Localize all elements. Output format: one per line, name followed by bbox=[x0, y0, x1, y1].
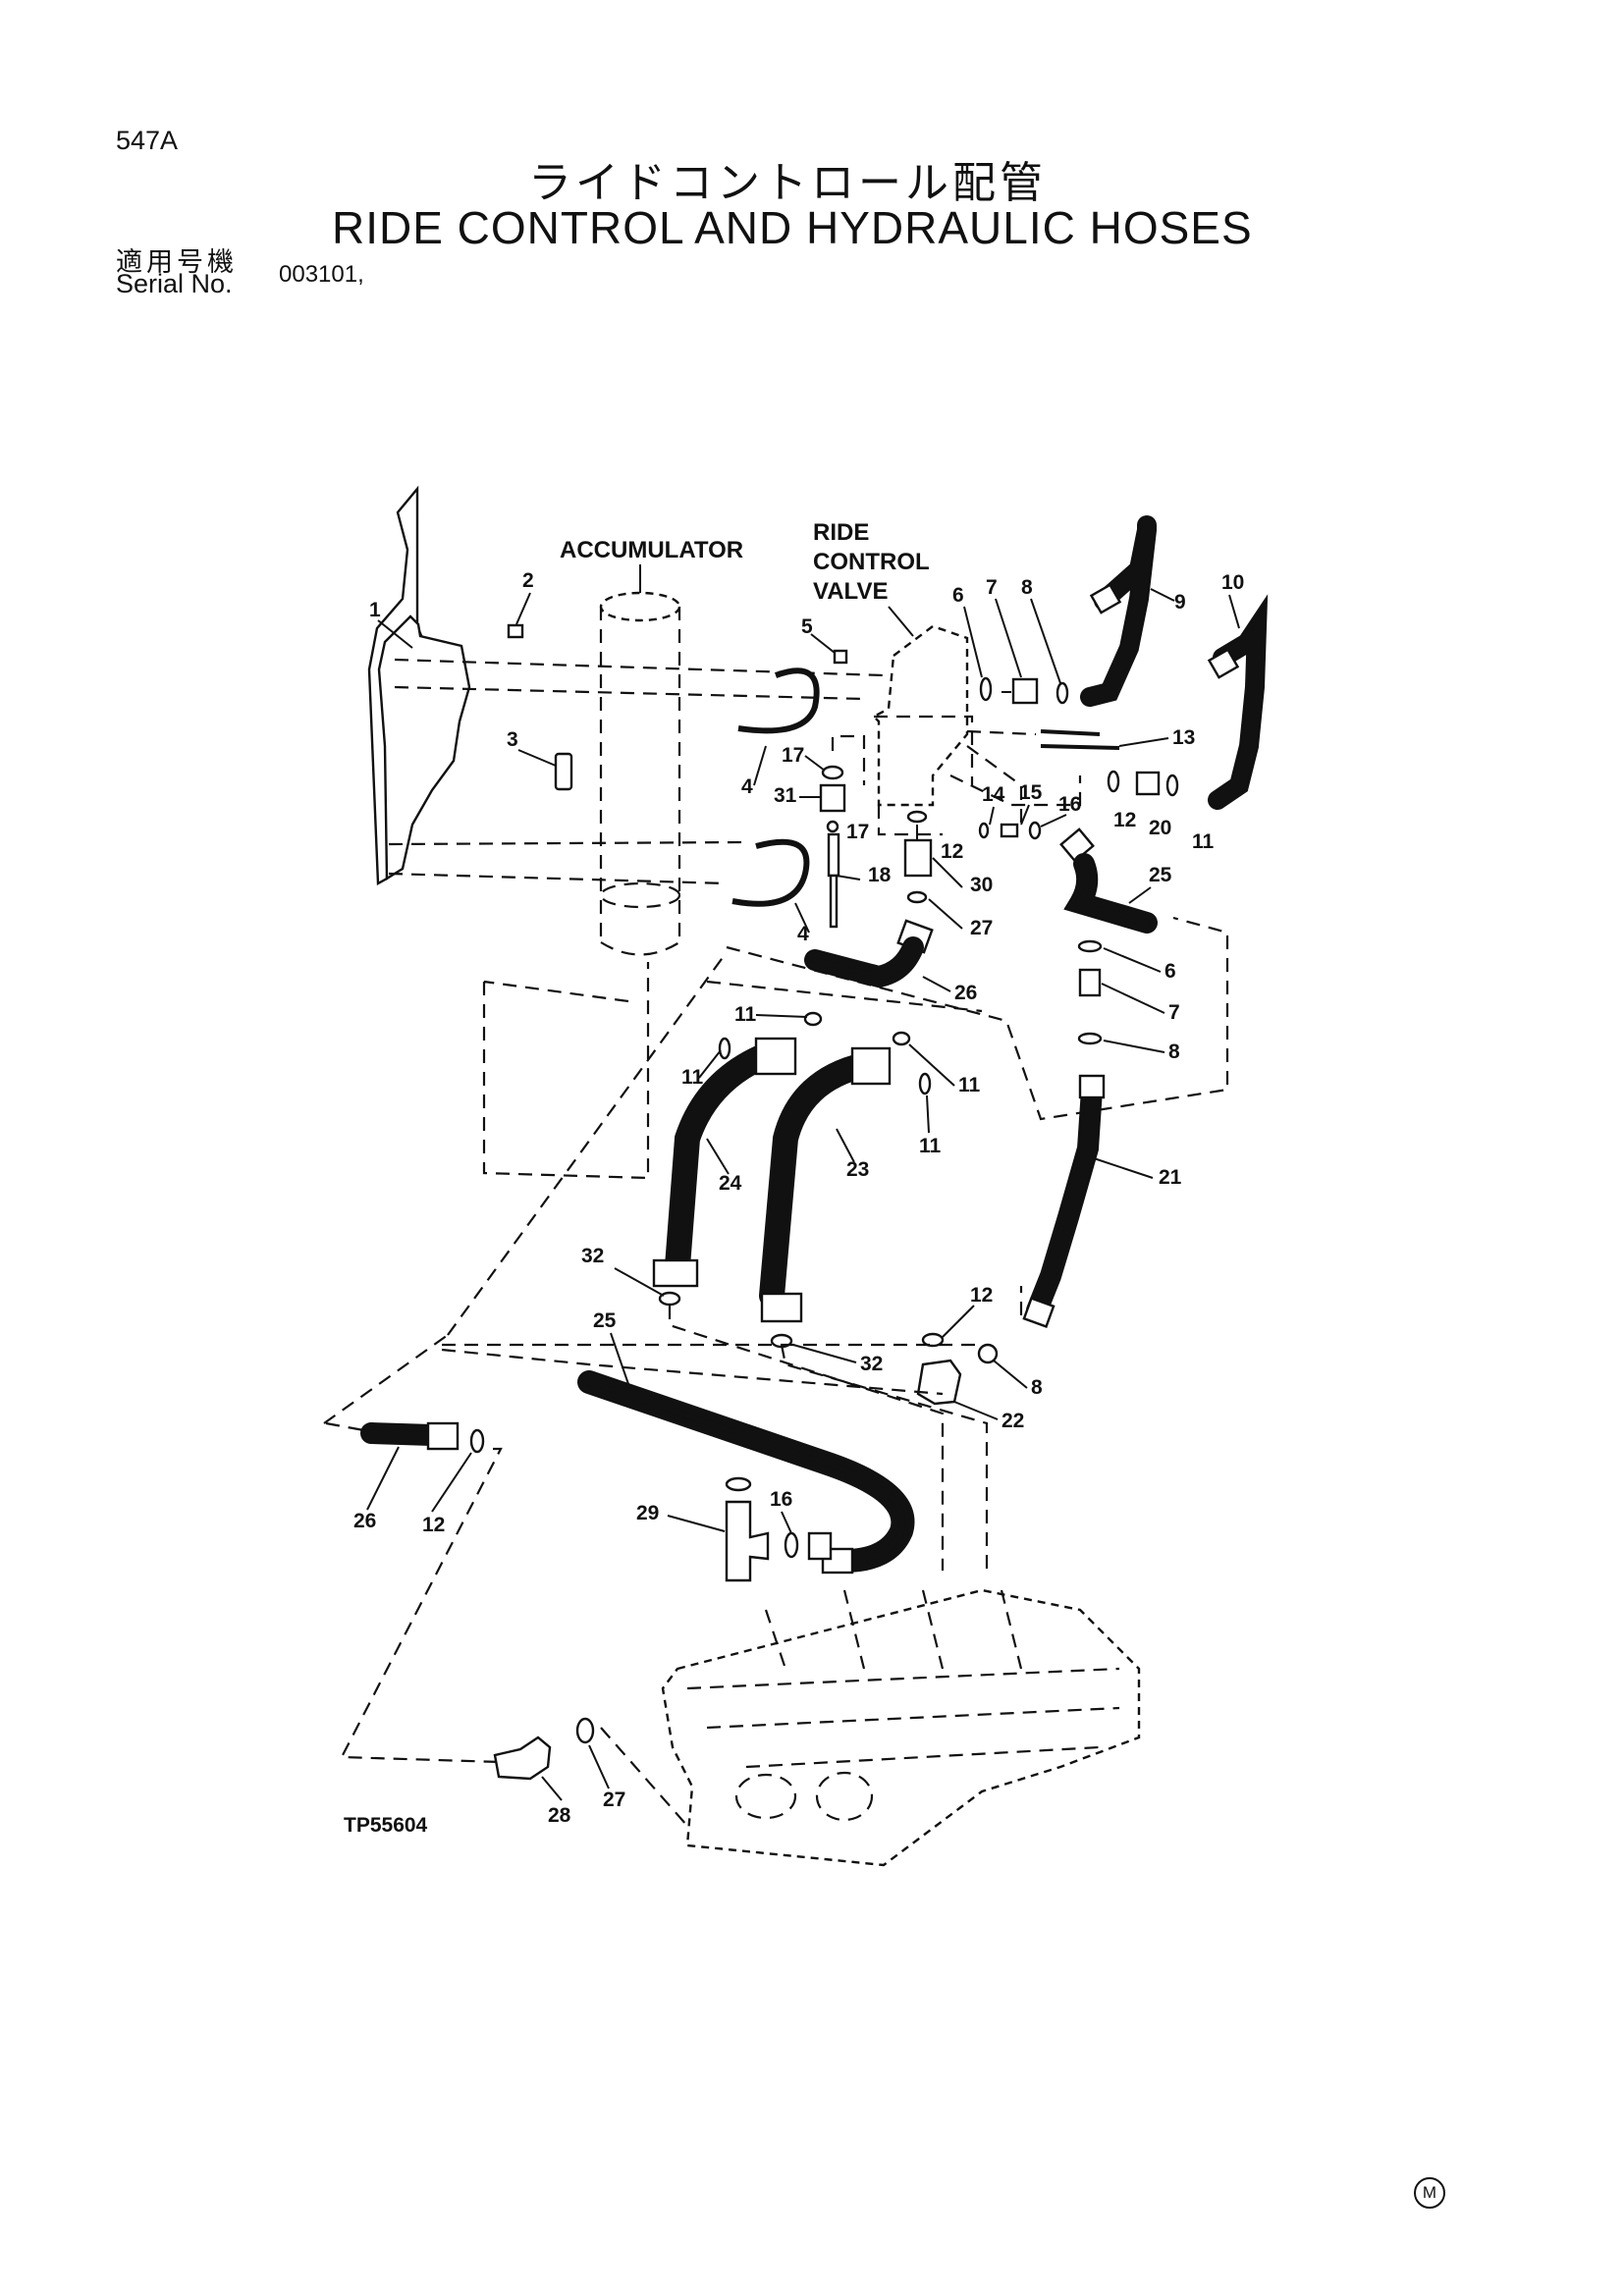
bracket-plate-outline bbox=[377, 614, 471, 881]
callout-31: 31 bbox=[774, 784, 797, 807]
serial-number: 003101, bbox=[279, 261, 364, 288]
callout-11: 11 bbox=[681, 1066, 704, 1089]
ride-control-valve bbox=[872, 606, 974, 807]
page-title-japanese: ライドコントロール配管 bbox=[528, 158, 1047, 208]
nut-9 bbox=[1089, 583, 1122, 614]
elbow-22 bbox=[916, 1359, 962, 1406]
callout-22: 22 bbox=[1001, 1410, 1024, 1432]
valve-label-line1: RIDE bbox=[813, 519, 869, 546]
bolt-5 bbox=[833, 649, 848, 665]
callout-26: 26 bbox=[954, 982, 977, 1004]
callout-5: 5 bbox=[801, 615, 813, 638]
callout-3: 3 bbox=[507, 728, 518, 751]
callout-4: 4 bbox=[797, 923, 809, 945]
callout-12: 12 bbox=[422, 1514, 445, 1536]
callout-16: 16 bbox=[770, 1488, 792, 1511]
callout-15: 15 bbox=[1019, 781, 1043, 804]
callout-27: 27 bbox=[970, 917, 993, 939]
main-control-valve bbox=[661, 1588, 1141, 1867]
serial-label: Serial No. bbox=[116, 269, 233, 298]
callout-8: 8 bbox=[1031, 1376, 1043, 1399]
callout-9: 9 bbox=[1174, 591, 1186, 614]
callout-20: 20 bbox=[1149, 817, 1171, 839]
callout-25: 25 bbox=[593, 1309, 617, 1332]
callout-24: 24 bbox=[719, 1172, 742, 1195]
callout-12: 12 bbox=[1113, 809, 1136, 831]
callout-17: 17 bbox=[782, 744, 804, 767]
valve-label-line3: VALVE bbox=[813, 578, 888, 605]
callout-29: 29 bbox=[636, 1502, 659, 1524]
callout-11: 11 bbox=[919, 1135, 942, 1157]
clamp-3 bbox=[554, 752, 573, 791]
callout-27: 27 bbox=[603, 1789, 625, 1811]
callout-21: 21 bbox=[1159, 1166, 1182, 1189]
callout-26: 26 bbox=[353, 1510, 376, 1532]
callout-11: 11 bbox=[958, 1074, 981, 1096]
u-bolt-upper bbox=[737, 667, 820, 734]
tee-fitting-29 bbox=[725, 1500, 770, 1582]
page-title: RIDE CONTROL AND HYDRAULIC HOSES bbox=[332, 202, 1253, 253]
callout-6: 6 bbox=[952, 584, 964, 607]
callout-11: 11 bbox=[734, 1003, 757, 1026]
callout-11: 11 bbox=[1192, 830, 1215, 853]
callout-7: 7 bbox=[986, 576, 998, 599]
callout-6: 6 bbox=[1164, 960, 1176, 983]
callout-2: 2 bbox=[522, 569, 534, 592]
callout-8: 8 bbox=[1168, 1041, 1180, 1063]
callout-14: 14 bbox=[982, 783, 1005, 806]
callout-32: 32 bbox=[581, 1245, 604, 1267]
callout-25: 25 bbox=[1149, 864, 1172, 886]
callout-7: 7 bbox=[1168, 1001, 1180, 1024]
callout-10: 10 bbox=[1221, 571, 1244, 594]
bolt-2 bbox=[507, 623, 524, 639]
page-number: 547A bbox=[116, 126, 179, 155]
callout-32: 32 bbox=[860, 1353, 883, 1375]
registered-mark-icon: M bbox=[1414, 2177, 1445, 2209]
elbow-28 bbox=[493, 1735, 552, 1781]
figure-code: TP55604 bbox=[344, 1814, 428, 1837]
nut-10 bbox=[1207, 648, 1240, 679]
callout-4: 4 bbox=[741, 775, 753, 798]
valve-label-line2: CONTROL bbox=[813, 549, 930, 575]
accumulator bbox=[599, 564, 681, 956]
callout-17: 17 bbox=[846, 821, 869, 843]
u-bolt-lower bbox=[731, 838, 810, 907]
callout-13: 13 bbox=[1172, 726, 1195, 749]
callout-12: 12 bbox=[941, 840, 963, 863]
callout-12: 12 bbox=[970, 1284, 993, 1307]
callout-8: 8 bbox=[1021, 576, 1033, 599]
accumulator-label: ACCUMULATOR bbox=[560, 537, 743, 563]
callout-28: 28 bbox=[548, 1804, 571, 1827]
callout-30: 30 bbox=[970, 874, 993, 896]
callout-23: 23 bbox=[846, 1158, 869, 1181]
serial-label-japanese: 適用号機 bbox=[116, 247, 238, 278]
callout-18: 18 bbox=[868, 864, 892, 886]
callout-16: 16 bbox=[1058, 793, 1081, 816]
callout-1: 1 bbox=[369, 599, 381, 621]
